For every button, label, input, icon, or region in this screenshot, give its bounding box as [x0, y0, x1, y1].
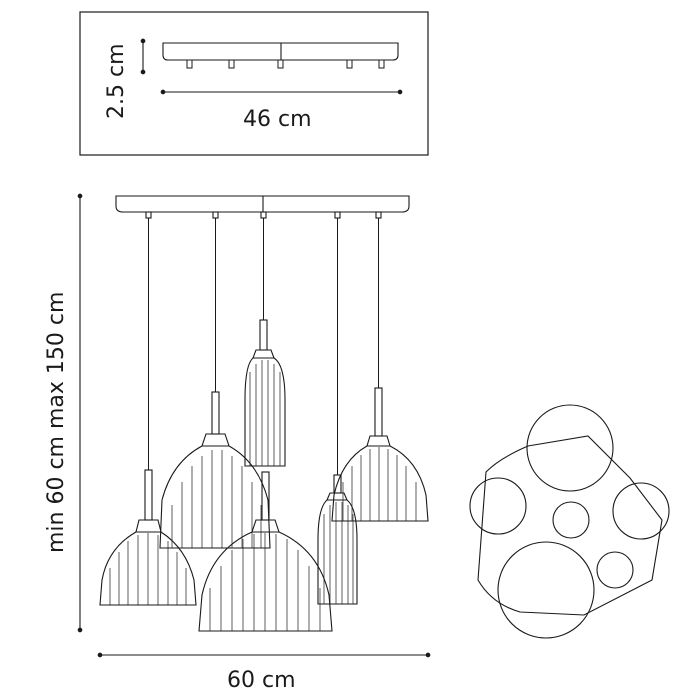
dome-pendant-shade-left: [99, 469, 197, 606]
ceiling-canopy: [115, 195, 410, 213]
canopy-feet: [186, 60, 385, 69]
overall-height-label: min 60 cm max 150 cm: [44, 291, 69, 553]
dome-pendant-shade-right: [331, 387, 429, 522]
fixture-top-view: [469, 404, 670, 639]
top-view-shade-left: [469, 477, 527, 535]
narrow-pendant-shade-back-center: [244, 319, 286, 467]
wide-pendant-shade-left-back: [159, 391, 271, 549]
canopy-height-label: 2.5 cm: [104, 43, 129, 119]
top-view-shade-center-small: [552, 501, 590, 539]
top-view-shade-bottom-large: [497, 541, 595, 639]
top-view-canopy-outline: [477, 435, 663, 616]
top-view-shade-top: [526, 404, 614, 492]
narrow-pendant-shade-back-right: [317, 474, 358, 605]
suspension-cords: [148, 218, 379, 475]
cord-connectors: [145, 211, 382, 219]
canopy-length-label: 46 cm: [243, 107, 312, 132]
canopy-detail-box: [79, 11, 429, 156]
overall-width-dimension-line: [97, 652, 431, 658]
canopy-length-dimension-line: [160, 89, 403, 95]
overall-height-dimension-line: [77, 193, 83, 633]
canopy-height-dimension-line: [140, 38, 146, 75]
fixture-side-view: [77, 193, 431, 658]
dome-pendant-shade-center-front: [198, 471, 333, 632]
top-view-shade-right: [612, 482, 670, 540]
top-view-shade-bottom-small: [596, 551, 634, 589]
overall-width-label: 60 cm: [227, 668, 296, 693]
